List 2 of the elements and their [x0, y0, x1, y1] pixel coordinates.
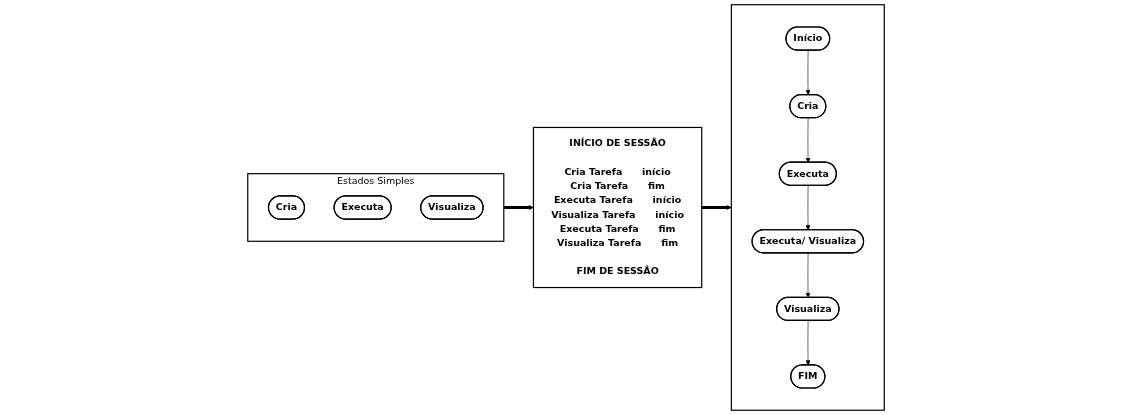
- node-box: INÍCIO DE SESSÂO Cria Tarefa início Cria Tarefa fim Executa Tarefa início Visualiza Tarefa início Executa Tarefa fim Visualiza Tarefa fim FIM DE SESSÂO: [533, 126, 703, 289]
- cluster: [731, 4, 886, 411]
